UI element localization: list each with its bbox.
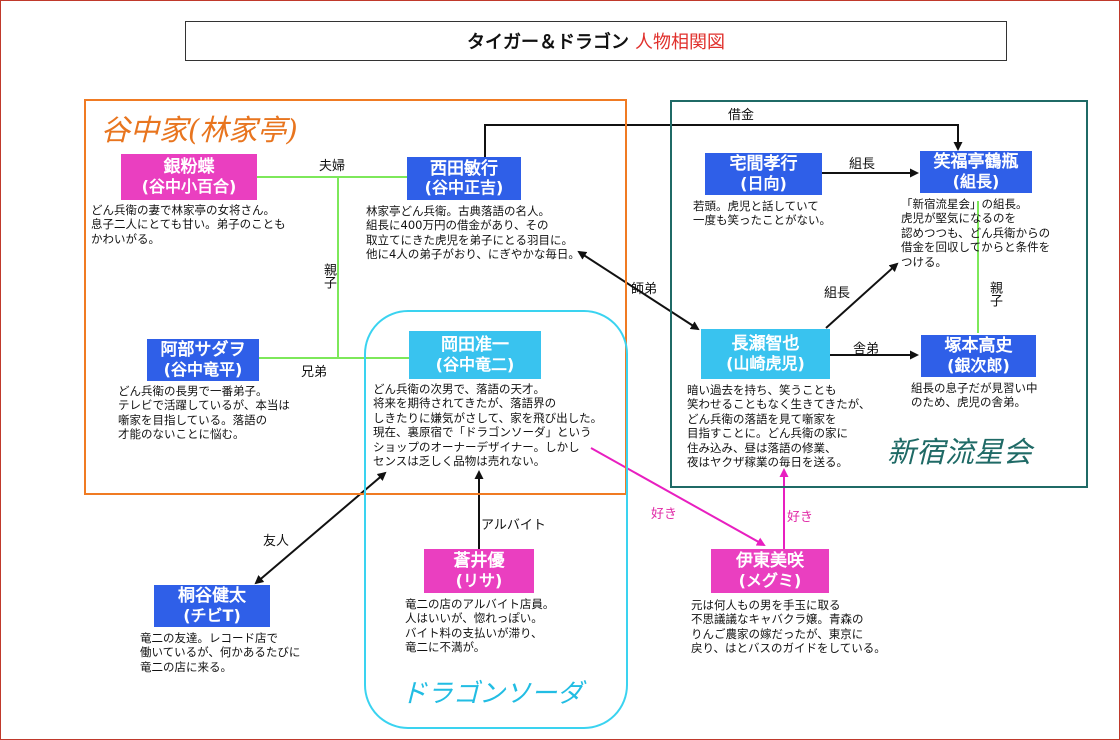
- group-shinjuku-frame: [670, 100, 1088, 488]
- person-name: 伊東美咲: [736, 551, 804, 572]
- relation-label-arubaito: アルバイト: [481, 518, 546, 533]
- desc-abe: どん兵衛の長男で一番弟子。 テレビで活躍しているが、本当は 噺家を目指している。…: [118, 384, 290, 442]
- person-tsukamoto: 塚本高史 (銀次郎): [921, 335, 1036, 377]
- person-shofukutei: 笑福亭鶴瓶 (組長): [920, 151, 1032, 193]
- desc-tsukamoto: 組長の息子だが見習い中 のため、虎児の舎弟。: [911, 381, 1038, 410]
- desc-shofukutei: 「新宿流星会」の組長。 虎児が堅気になるのを 認めつつも、どん兵衛からの 借金を…: [901, 197, 1051, 269]
- relation-label-shatei: 舎弟: [853, 342, 880, 357]
- line-yuujin: [254, 471, 387, 585]
- relation-label-shakkin: 借金: [728, 108, 755, 123]
- person-nagase: 長瀬智也 (山崎虎児): [701, 329, 830, 379]
- person-okada: 岡田准一 (谷中竜二): [409, 331, 541, 379]
- person-name: 蒼井優: [453, 551, 505, 572]
- person-name: 銀粉蝶: [163, 157, 215, 178]
- desc-aoi: 竜二の店のアルバイト店員。 人はいいが、惚れっぽい。 バイト料の支払いが滞り、 …: [405, 597, 555, 655]
- title-sub: 人物相関図: [635, 32, 725, 53]
- person-role: (谷中正吉): [424, 178, 504, 198]
- group-dragon-frame: [364, 310, 628, 729]
- person-name: 笑福亭鶴瓶: [933, 152, 1019, 173]
- person-takuma: 宅間孝行 (日向): [705, 153, 822, 195]
- person-role: (谷中竜平): [163, 359, 243, 379]
- person-role: (リサ): [455, 570, 503, 590]
- group-label-yanaka: 谷中家(林家亭): [101, 113, 298, 147]
- relation-label-fuufu: 夫婦: [319, 159, 346, 174]
- person-role: (谷中竜二): [435, 354, 515, 374]
- group-yanaka-frame: [84, 99, 627, 495]
- relation-label-suki-nagase: 好き: [787, 510, 814, 525]
- chart-title: タイガー＆ドラゴン 人物相関図: [185, 21, 1007, 61]
- desc-nagase: 暗い過去を持ち、笑うことも 笑わせることもなく生きてきたが、 どん兵衛の落語を見…: [687, 383, 871, 469]
- person-name: 塚本高史: [944, 336, 1013, 357]
- relation-label-shitei: 師弟: [631, 282, 658, 297]
- person-role: (銀次郎): [947, 355, 1010, 375]
- title-main: タイガー＆ドラゴン: [467, 32, 629, 53]
- person-name: 西田敏行: [430, 158, 498, 179]
- person-role: (チビT): [183, 605, 241, 625]
- person-ito: 伊東美咲 (メグミ): [711, 549, 829, 593]
- person-nishida: 西田敏行 (谷中正吉): [407, 157, 521, 200]
- person-kiritani: 桐谷健太 (チビT): [154, 585, 270, 627]
- desc-kiritani: 竜二の友達。レコード店で 働いているが、何かあるたびに 竜二の店に来る。: [140, 631, 301, 674]
- person-role: (メグミ): [738, 570, 802, 590]
- desc-ginkocho: どん兵衛の妻で林家亭の女将さん。 息子二人にとても甘い。弟子のことも かわいがる…: [91, 203, 286, 246]
- relation-label-kumichou-takuma: 組長: [849, 157, 876, 172]
- group-label-dragon: ドラゴンソーダ: [401, 679, 584, 709]
- relation-label-suki-okada: 好き: [651, 507, 678, 522]
- desc-takuma: 若頭。虎児と話していて 一度も笑ったことがない。: [693, 199, 831, 228]
- desc-ito: 元は何人もの男を手玉に取る 不思議議なキャバクラ嬢。青森の りんご農家の嫁だった…: [691, 598, 886, 656]
- person-aoi: 蒼井優 (リサ): [424, 549, 534, 593]
- relation-label-kumichou-nagase: 組長: [824, 286, 851, 301]
- relation-label-yuujin: 友人: [263, 534, 290, 549]
- person-name: 桐谷健太: [178, 586, 246, 607]
- desc-okada: どん兵衛の次男で、落語の天才。 将来を期待されてきたが、落語界の しきたりに嫌気…: [373, 382, 603, 468]
- line-shitei: [577, 250, 700, 331]
- person-role: (組長): [952, 171, 1000, 191]
- line-suki-okada: [590, 447, 766, 546]
- desc-nishida: 林家亭どん兵衛。古典落語の名人。 組長に400万円の借金があり、その 取立てにき…: [366, 204, 580, 262]
- person-role: (日向): [740, 173, 787, 193]
- person-name: 長瀬智也: [731, 334, 800, 355]
- line-kumichou-nagase: [825, 262, 899, 329]
- line-shakkin: [484, 124, 963, 157]
- person-name: 宅間孝行: [729, 154, 798, 175]
- group-label-shinjuku: 新宿流星会: [887, 435, 1033, 469]
- person-name: 岡田准一: [441, 335, 509, 356]
- person-name: 阿部サダヲ: [160, 340, 246, 361]
- person-role: (山崎虎児): [726, 353, 805, 373]
- relation-label-kyoudai: 兄弟: [301, 365, 328, 380]
- relation-label-oyako-shinjuku: 親子: [987, 281, 1002, 307]
- person-abe: 阿部サダヲ (谷中竜平): [147, 339, 259, 381]
- person-ginkocho: 銀粉蝶 (谷中小百合): [121, 154, 257, 200]
- person-role: (谷中小百合): [141, 176, 237, 196]
- relation-label-oyako-family: 親子: [321, 263, 336, 289]
